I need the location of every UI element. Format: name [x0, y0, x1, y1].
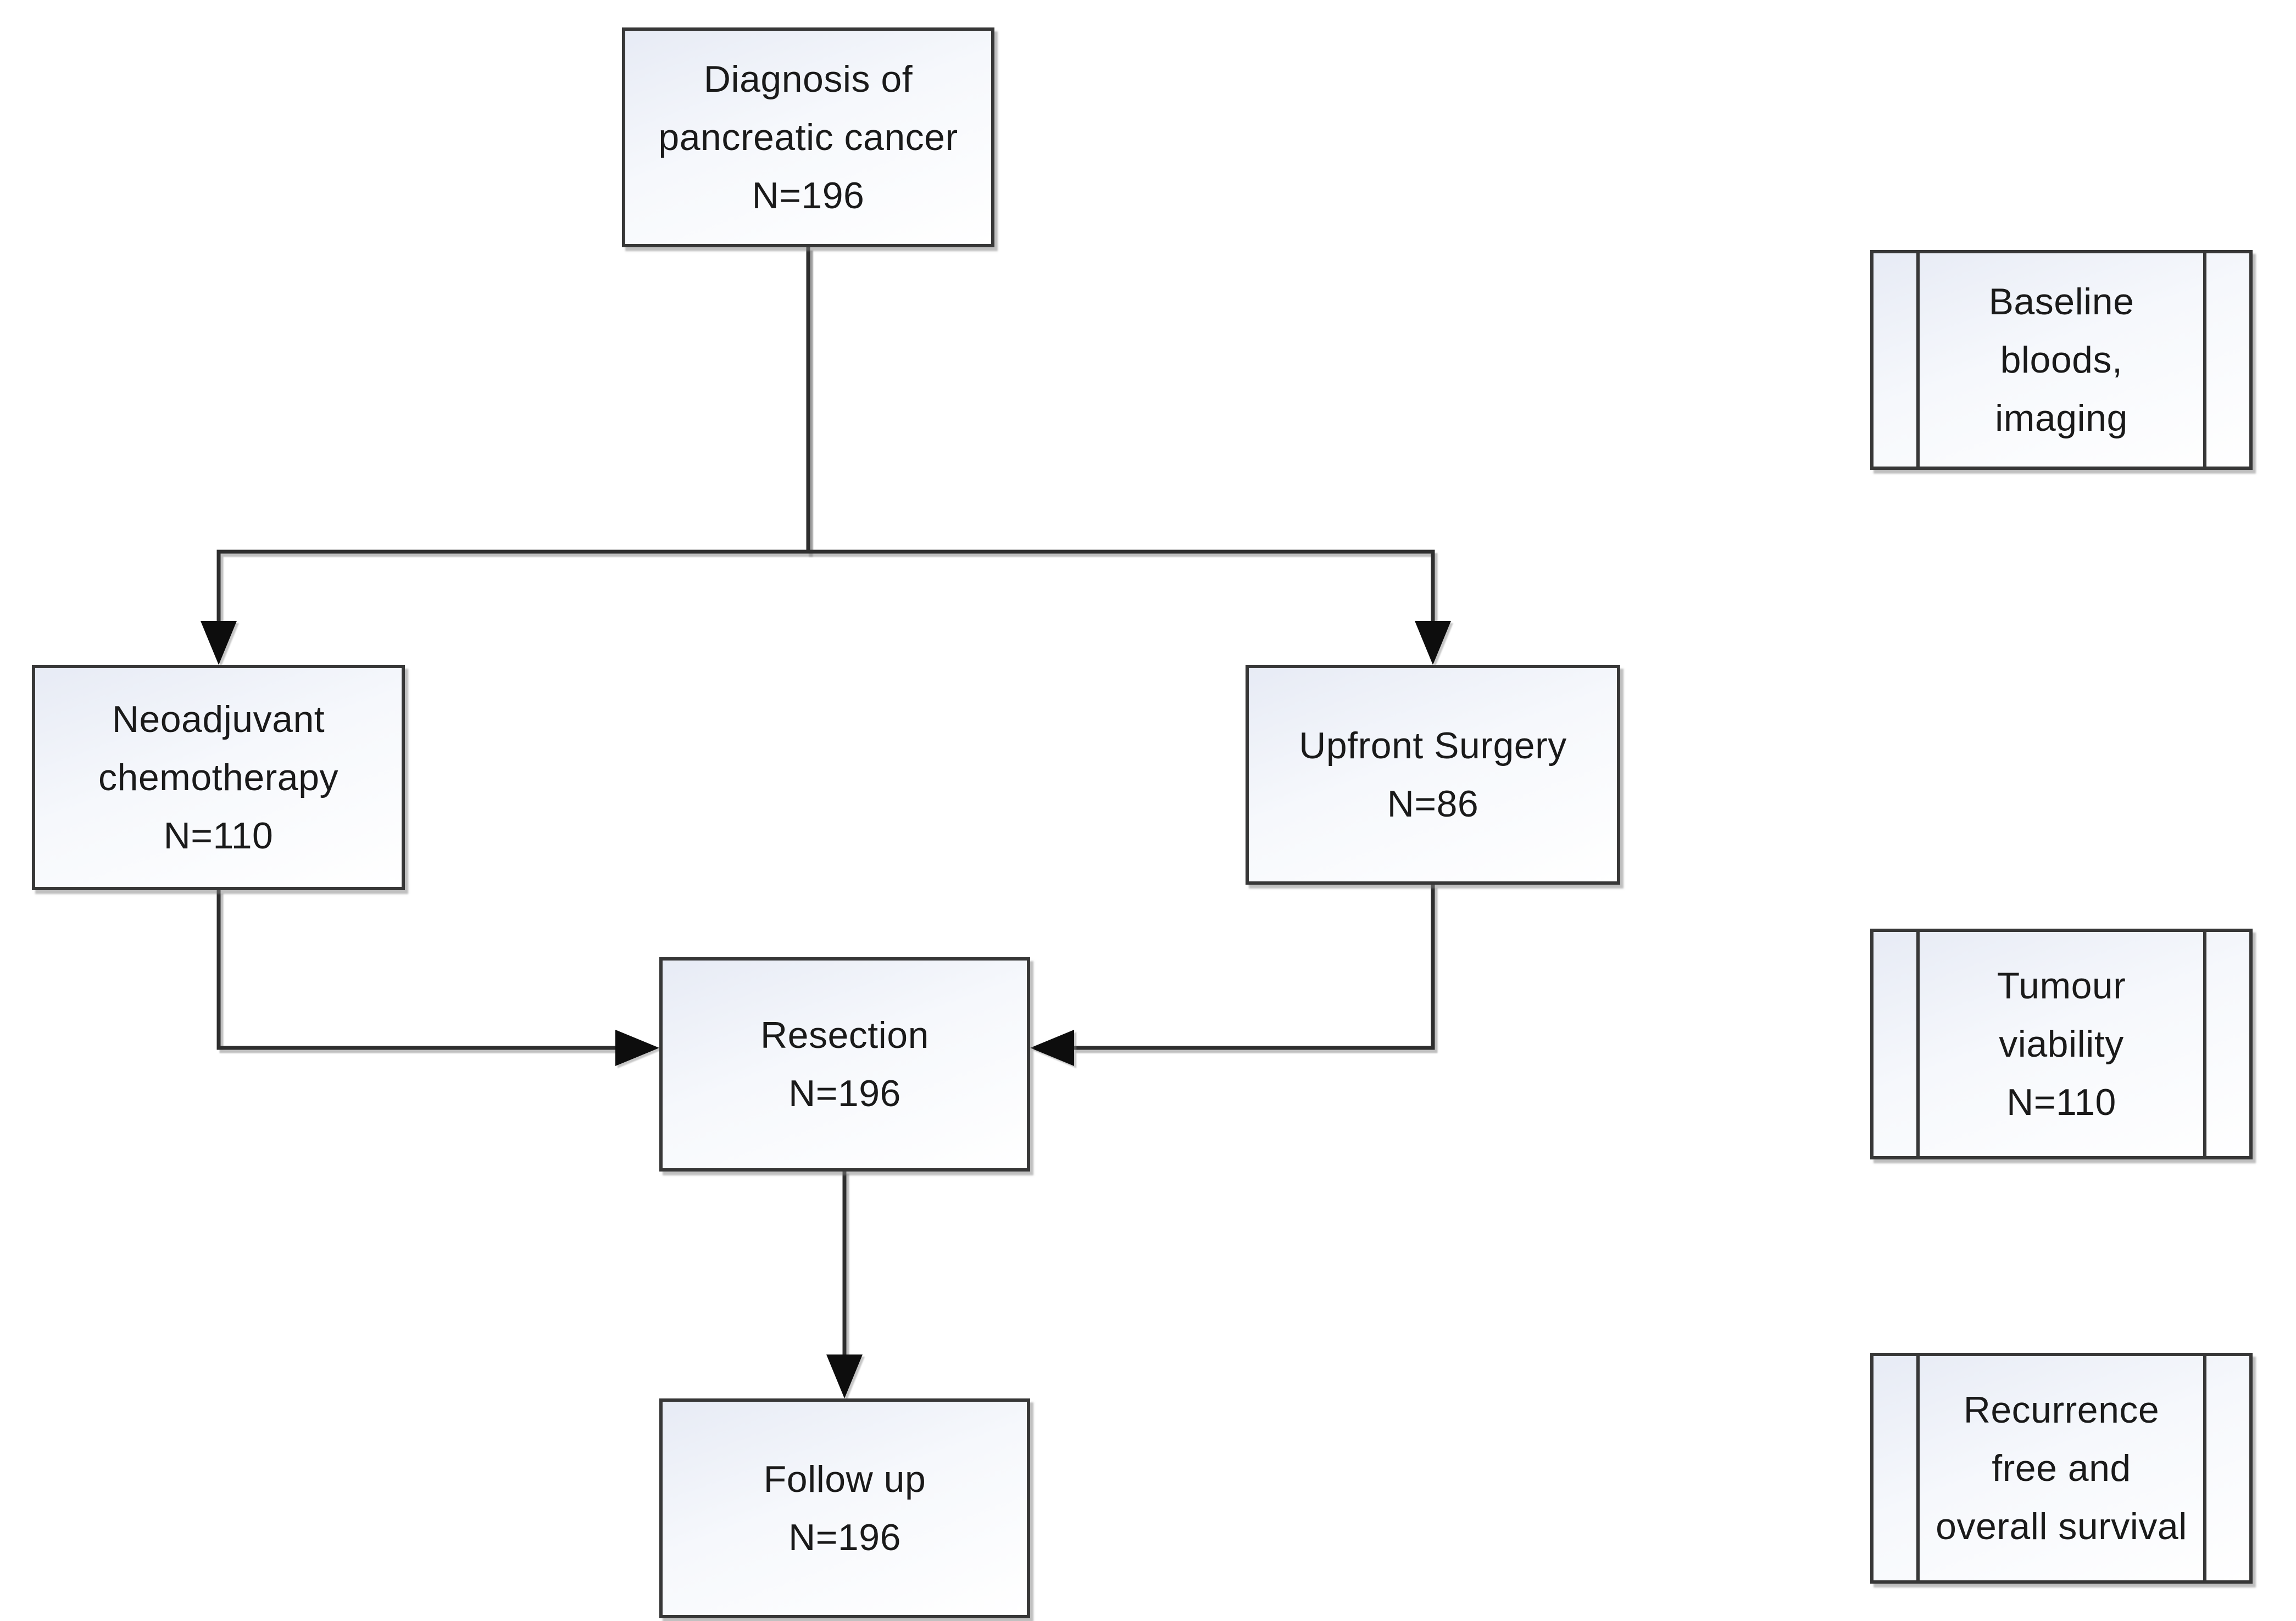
predefined-process-bar-left [1916, 1356, 1920, 1580]
node-upfront-label: Upfront Surgery N=86 [1299, 725, 1567, 825]
node-follow-up: Follow up N=196 [659, 1398, 1030, 1618]
edge-neoadjuvant-resection [216, 890, 616, 1050]
node-diagnosis: Diagnosis of pancreatic cancer N=196 [622, 27, 994, 247]
node-recurrence-label: Recurrence free and overall survival [1936, 1389, 2187, 1547]
node-baseline-label: Baseline bloods, imaging [1988, 281, 2134, 439]
predefined-process-bar-right [2203, 253, 2206, 467]
node-neoadjuvant-label: Neoadjuvant chemotherapy N=110 [98, 698, 338, 857]
arrowhead-into-neoadjuvant [201, 621, 237, 665]
arrowhead-into-resection-right [1030, 1030, 1074, 1066]
node-resection-label: Resection N=196 [760, 1014, 929, 1114]
node-followup-label: Follow up N=196 [763, 1458, 926, 1558]
node-baseline-bloods-imaging: Baseline bloods, imaging [1870, 250, 2253, 470]
node-neoadjuvant-chemotherapy: Neoadjuvant chemotherapy N=110 [32, 665, 405, 890]
node-tumour-viability: Tumour viability N=110 [1870, 929, 2253, 1159]
edge-upfront-resection [1073, 885, 1435, 1050]
predefined-process-bar-right [2203, 1356, 2206, 1580]
node-recurrence-overall-survival: Recurrence free and overall survival [1870, 1353, 2253, 1584]
predefined-process-bar-left [1916, 932, 1920, 1156]
arrowhead-into-upfront [1415, 621, 1451, 665]
predefined-process-bar-right [2203, 932, 2206, 1156]
node-diagnosis-label: Diagnosis of pancreatic cancer N=196 [658, 58, 958, 216]
node-tumour-label: Tumour viability N=110 [1997, 965, 2126, 1123]
node-upfront-surgery: Upfront Surgery N=86 [1246, 665, 1620, 885]
arrowhead-into-resection-left [615, 1030, 659, 1066]
edge-diagnosis-neoadjuvant [216, 247, 810, 622]
edge-diagnosis-upfront [806, 247, 1435, 622]
arrowhead-into-followup [826, 1354, 863, 1398]
predefined-process-bar-left [1916, 253, 1920, 467]
node-resection: Resection N=196 [659, 957, 1030, 1172]
